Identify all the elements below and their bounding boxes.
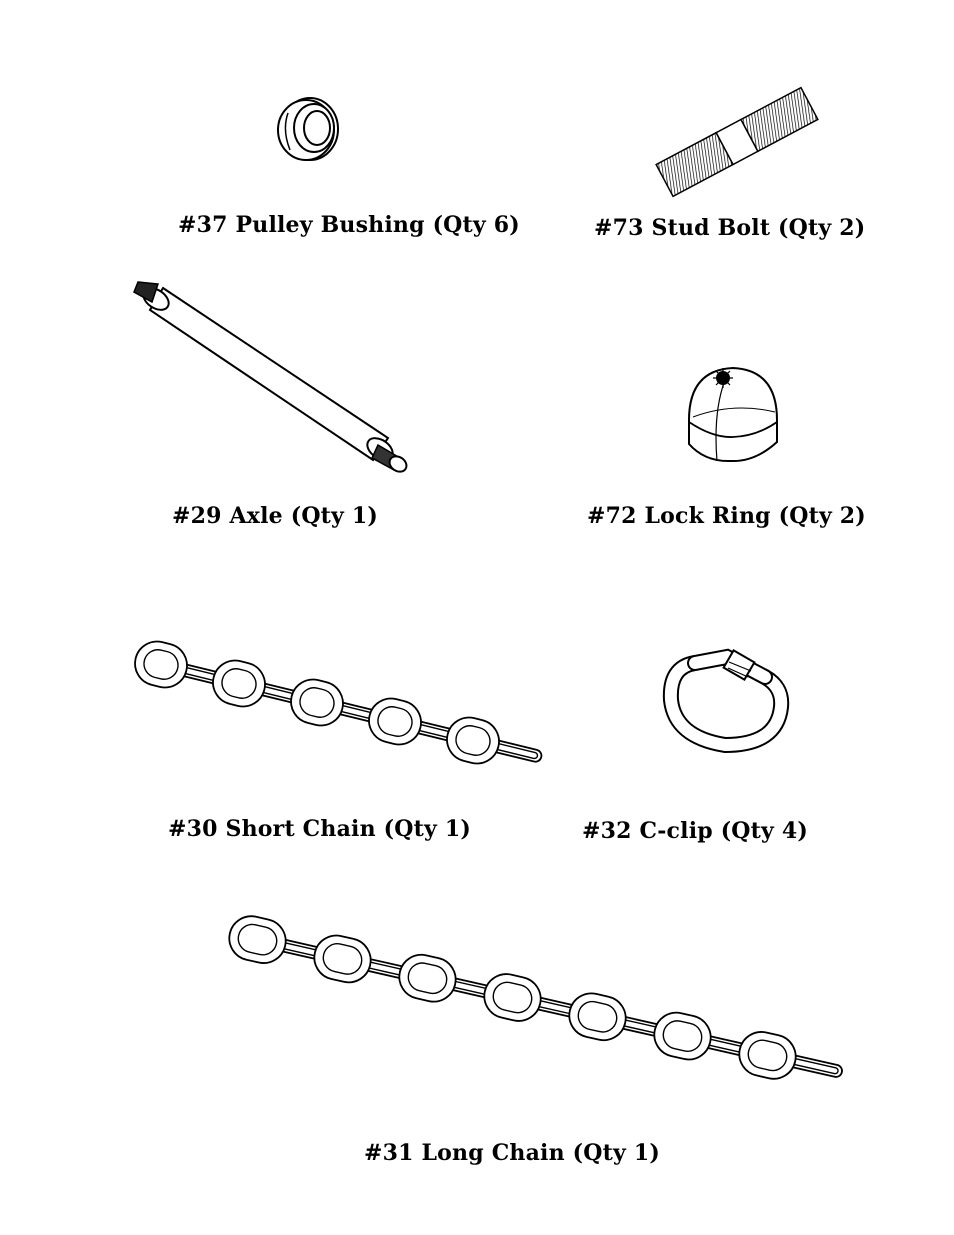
axle-label: #29 Axle (Qty 1) bbox=[172, 503, 379, 529]
lock-ring-label: #72 Lock Ring (Qty 2) bbox=[587, 503, 866, 529]
c-clip-icon bbox=[662, 645, 790, 754]
stud-bolt-label: #73 Stud Bolt (Qty 2) bbox=[594, 215, 866, 241]
short-chain-label: #30 Short Chain (Qty 1) bbox=[168, 816, 471, 842]
long-chain-icon bbox=[180, 905, 843, 1085]
short-chain-icon bbox=[92, 620, 543, 765]
pulley-bushing-icon bbox=[270, 95, 345, 165]
c-clip-label: #32 C-clip (Qty 4) bbox=[582, 818, 808, 844]
pulley-bushing-label: #37 Pulley Bushing (Qty 6) bbox=[178, 212, 520, 238]
axle-icon bbox=[128, 270, 413, 480]
lock-ring-icon bbox=[683, 362, 783, 465]
long-chain-label: #31 Long Chain (Qty 1) bbox=[364, 1140, 660, 1166]
stud-bolt-icon bbox=[655, 86, 820, 198]
